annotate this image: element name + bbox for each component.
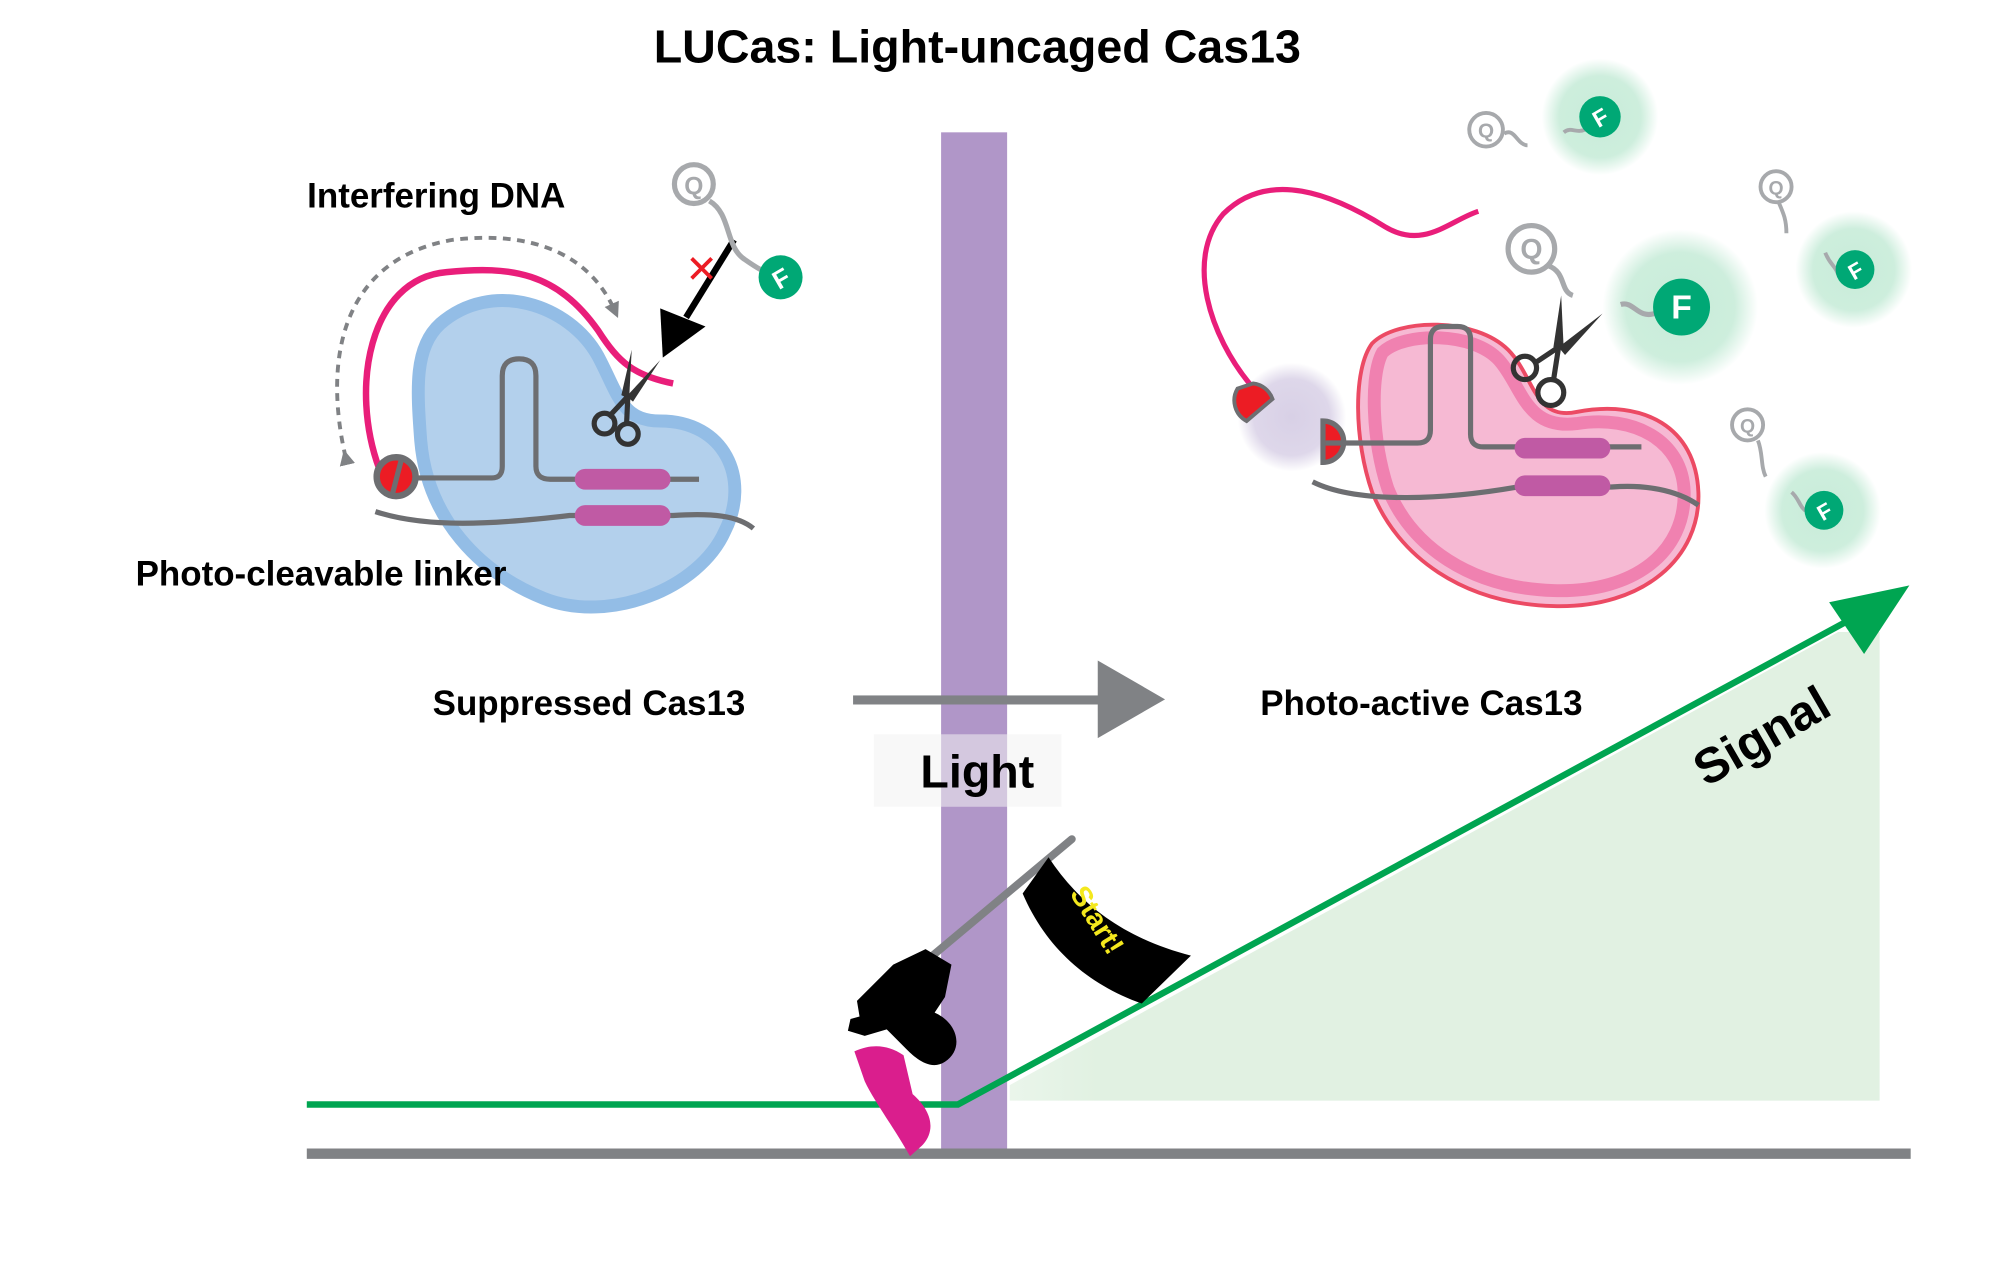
target-binding-region-active (1514, 475, 1611, 497)
target-rna-strand-active (1311, 479, 1700, 508)
light-label-box (873, 734, 1062, 807)
cleaved-linker-half-1 (1232, 381, 1275, 424)
scissors-icon (1510, 295, 1603, 409)
interfering-dna-label: Interfering DNA (307, 176, 565, 215)
photo-active-cas13-label: Photo-active Cas13 (1260, 684, 1582, 723)
time-axis (306, 1148, 1911, 1159)
figure-title: LUCas: Light-uncaged Cas13 (654, 20, 1301, 72)
crrna-strand-active (1325, 323, 1642, 450)
cleaved-reporter: Q F (1467, 96, 1621, 149)
blocked-x-icon: ✕ (685, 247, 718, 292)
released-interfering-dna (1201, 187, 1480, 387)
quencher-icon: Q (1520, 234, 1542, 266)
signal-area (1009, 632, 1880, 1101)
light-beam (941, 132, 1008, 1153)
starter-pistol: Start! (847, 835, 1191, 1157)
quencher-icon: Q (1478, 120, 1494, 143)
photo-cleavable-linker-label: Photo-cleavable linker (136, 554, 507, 593)
reporter-probe-intact: Q F (671, 162, 803, 300)
active-protein-body (1356, 322, 1701, 609)
target-rna-strand (374, 509, 756, 531)
photo-cleavable-linker-icon (373, 454, 419, 500)
crrna-spacer (574, 468, 671, 490)
quencher-icon: Q (1768, 177, 1783, 199)
quencher-icon: Q (1740, 416, 1755, 438)
fluorophore-icon: F (1671, 290, 1692, 327)
cleaved-reporter: Q F (1758, 169, 1875, 289)
cleaved-reporter: Q F (1505, 222, 1711, 336)
crrna-strand (414, 356, 700, 482)
scissors-icon (591, 349, 661, 447)
transition-arrow (853, 660, 1166, 739)
pistol-grip-icon (854, 1046, 931, 1157)
signal-arrowhead (1829, 585, 1910, 655)
pistol-body-icon (847, 949, 957, 1066)
light-label: Light (920, 745, 1034, 797)
cleaved-reporter: Q F (1730, 407, 1844, 530)
target-binding-region (574, 505, 671, 526)
photo-active-cas13: Q F Q F Q F Q F (1201, 58, 1912, 609)
signal-line (306, 616, 1853, 1108)
blocked-cleavage-arrow: ✕ (660, 238, 737, 358)
quencher-icon: Q (684, 173, 703, 200)
suppressed-cas13-label: Suppressed Cas13 (433, 684, 746, 723)
crrna-spacer-active (1514, 437, 1611, 459)
suppressed-cas13: ✕ Q F Interfering DNA Photo-cleavable li… (136, 162, 803, 614)
start-flag (1022, 857, 1191, 1004)
active-protein-rim (1367, 331, 1691, 598)
